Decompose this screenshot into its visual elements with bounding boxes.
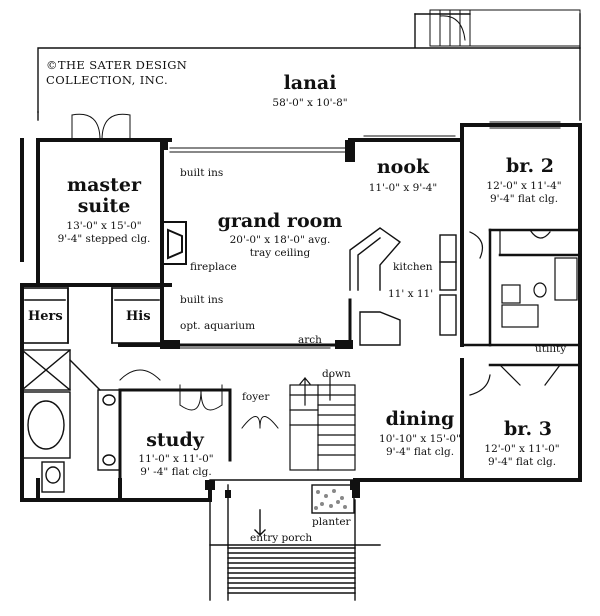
bedroom-fixtures	[469, 229, 578, 396]
room-dims-dining: 10'-10" x 15'-0"	[379, 433, 461, 445]
label-arch: arch	[298, 334, 322, 346]
room-name-master-line1: master	[67, 174, 141, 196]
room-name-study: study	[146, 429, 204, 451]
room-dims-kitchen: 11' x 11'	[388, 288, 434, 300]
room-name-nook: nook	[376, 156, 430, 178]
label-hers: Hers	[28, 309, 63, 324]
label-built-ins-bottom: built ins	[180, 294, 224, 306]
room-ceiling-study: 9' -4" flat clg.	[140, 466, 212, 478]
bedroom-wing	[460, 228, 582, 367]
window-lines	[169, 121, 561, 153]
label-his: His	[126, 309, 151, 324]
copyright-line-2: COLLECTION, INC.	[46, 73, 169, 87]
label-foyer: foyer	[242, 391, 270, 403]
fireplace-shape	[161, 221, 187, 265]
planter-box	[311, 484, 355, 514]
label-down: down	[322, 368, 351, 380]
master-door	[71, 113, 131, 141]
room-dims-br3: 12'-0" x 11'-0"	[484, 443, 560, 455]
room-dims-master: 13'-0" x 15'-0"	[66, 220, 142, 232]
closets	[21, 287, 163, 344]
room-ceiling-dining: 9'-4" flat clg.	[385, 446, 455, 458]
kitchen-counters	[349, 227, 457, 346]
room-name-kitchen: kitchen	[393, 261, 433, 273]
room-name-br3: br. 3	[503, 418, 552, 440]
foyer-doors	[241, 416, 279, 429]
room-dims-study: 11'-0" x 11'-0"	[138, 453, 214, 465]
label-opt-aquarium: opt. aquarium	[180, 320, 256, 332]
foyer-stairs	[289, 374, 356, 471]
lanai-stairs	[429, 9, 581, 47]
room-dims-grand-room: 20'-0" x 18'-0" avg.	[229, 234, 331, 246]
room-ceiling-br3: 9'-4" flat clg.	[487, 456, 557, 468]
label-utility: utility	[535, 343, 567, 355]
entry-porch	[209, 479, 381, 601]
room-dims-nook: 11'-0" x 9'-4"	[368, 182, 438, 194]
room-dims-lanai: 58'-0" x 10'-8"	[272, 97, 348, 109]
room-name-master-line2: suite	[77, 195, 131, 217]
study-walls	[118, 388, 232, 502]
label-entry-porch: entry porch	[250, 532, 313, 544]
room-ceiling-master: 9'-4" stepped clg.	[57, 233, 151, 245]
label-fireplace: fireplace	[190, 261, 237, 273]
room-ceiling-grand-room: tray ceiling	[249, 247, 311, 259]
label-built-ins-top: built ins	[180, 167, 224, 179]
room-name-lanai: lanai	[283, 72, 337, 94]
room-dims-br2: 12'-0" x 11'-4"	[486, 180, 562, 192]
copyright-line-1: ©THE SATER DESIGN	[46, 58, 188, 72]
room-name-br2: br. 2	[505, 155, 554, 177]
label-planter: planter	[312, 516, 351, 528]
room-ceiling-br2: 9'-4" flat clg.	[489, 193, 559, 205]
room-name-grand-room: grand room	[217, 210, 343, 232]
study-doors	[119, 369, 223, 411]
master-bath	[21, 349, 121, 493]
room-name-dining: dining	[385, 408, 455, 430]
